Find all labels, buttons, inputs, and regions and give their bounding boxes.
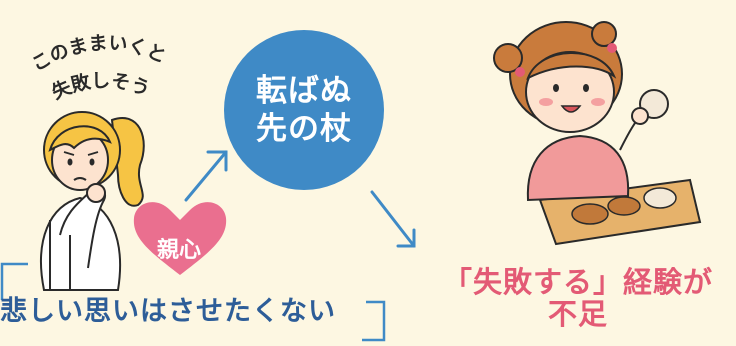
proverb-circle: 転ばぬ 先の杖 [224,30,384,190]
result-text: 「失敗する」経験が 不足 [420,266,736,330]
result-line1: 「失敗する」経験が [442,265,713,299]
heart-badge-icon [133,202,227,275]
quote-brackets [0,262,386,342]
arrow-to-result [370,190,416,248]
proverb-line1: 転ばぬ [256,73,352,109]
worried-mother-illustration [40,111,145,291]
mother-thought-line2: 失敗しそう [48,70,153,104]
proverb-line2: 先の杖 [256,111,352,147]
cooking-child-illustration [493,21,702,246]
arrow-to-circle [184,150,228,202]
result-line2: 不足 [547,297,608,331]
parent-quote: 悲しい思いはさせたくない [0,296,336,327]
heart-badge-label: 親心 [156,238,201,263]
mother-thought-line1: このままいくと [28,32,169,76]
